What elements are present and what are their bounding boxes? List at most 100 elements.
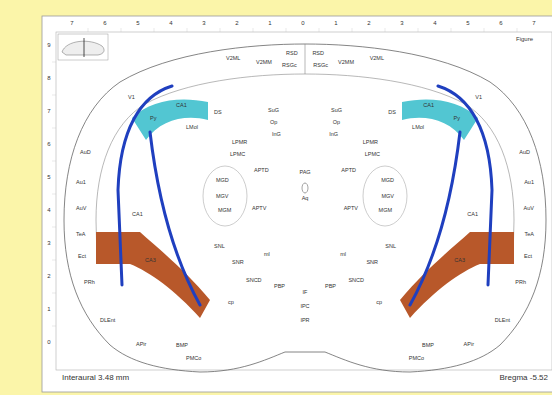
right-hemisphere [305, 44, 546, 372]
region-label: IPC [300, 304, 309, 310]
ruler-number: 4 [169, 20, 172, 26]
ruler-number: 8 [47, 75, 50, 81]
region-label: SNL [214, 244, 225, 250]
region-label: LMol [186, 125, 198, 131]
region-label: CA1 [132, 212, 143, 218]
region-label: AuD [519, 150, 530, 156]
ruler-number: 4 [433, 20, 436, 26]
region-label: RSD [286, 51, 298, 57]
region-label: LPMR [363, 140, 378, 146]
ruler-number: 6 [499, 20, 502, 26]
outer-blue-arc [118, 86, 172, 285]
ruler-number: 9 [47, 42, 50, 48]
ruler-number: 2 [47, 273, 50, 279]
region-label: V2MM [338, 60, 354, 66]
region-label: InG [272, 132, 281, 138]
region-label: V2ML [226, 56, 240, 62]
region-label: PRh [515, 280, 526, 286]
ruler-number: 7 [70, 20, 73, 26]
ruler-number: 0 [47, 339, 50, 345]
ruler-number: 1 [334, 20, 337, 26]
region-label: AuV [76, 206, 86, 212]
region-label: Op [270, 120, 277, 126]
midline-fissure [305, 44, 306, 74]
region-label: Ect [78, 254, 86, 260]
region-label: Au1 [524, 180, 534, 186]
ruler-number: 7 [532, 20, 535, 26]
region-label: PMCo [409, 356, 424, 362]
region-label: RSGc [313, 63, 328, 69]
region-label: CA3 [145, 258, 156, 264]
region-label: SuG [331, 108, 342, 114]
region-label: V1 [475, 95, 482, 101]
region-label: APir [464, 342, 474, 348]
region-label: LPMR [232, 140, 247, 146]
region-label: PMCo [186, 356, 201, 362]
plate-frame [42, 16, 552, 392]
ruler-number: 5 [47, 174, 50, 180]
ruler-number: 1 [268, 20, 271, 26]
region-label: DS [214, 110, 222, 116]
sagittal-inset [58, 34, 108, 60]
region-label: APir [136, 342, 146, 348]
grid-frame [56, 32, 552, 370]
region-label: BMP [176, 343, 188, 349]
region-label: PAG [299, 170, 310, 176]
region-label: ml [264, 252, 270, 258]
brain-outline [64, 44, 305, 372]
region-label: ml [340, 252, 346, 258]
region-label: Aq [302, 196, 309, 202]
region-label: MGM [379, 208, 392, 214]
region-label: SNCD [246, 278, 262, 284]
region-label: Au1 [76, 180, 86, 186]
region-label: TeA [76, 232, 85, 238]
region-label: DS [388, 110, 396, 116]
region-label: V2MM [256, 60, 272, 66]
region-label: MGV [381, 194, 394, 200]
region-label: APTD [254, 168, 269, 174]
ruler-number: 3 [400, 20, 403, 26]
region-label: CA1 [467, 212, 478, 218]
region-label: LPMC [230, 152, 245, 158]
region-label: BMP [422, 343, 434, 349]
ruler-number: 4 [47, 207, 50, 213]
inset-brain [62, 41, 104, 55]
region-label: SNR [232, 260, 244, 266]
region-label: SNL [385, 244, 396, 250]
region-label: DLEnt [495, 318, 510, 324]
inner-blue-arc [150, 132, 200, 305]
ventral-hippocampus-band [96, 232, 210, 318]
region-label: AuD [80, 150, 91, 156]
bregma-caption: Bregma -5.52 [500, 374, 548, 382]
ruler-number: 3 [47, 240, 50, 246]
inset-frame [58, 34, 108, 60]
region-label: Ect [524, 254, 532, 260]
region-label: SuG [268, 108, 279, 114]
interaural-caption: Interaural 3.48 mm [62, 374, 129, 382]
region-label: V2ML [370, 56, 384, 62]
region-label: CA1 [423, 103, 434, 109]
region-label: RSGc [282, 63, 297, 69]
region-label: RSD [312, 51, 324, 57]
ruler-number: 2 [367, 20, 370, 26]
region-label: PBP [325, 284, 336, 290]
ruler-number: 6 [47, 141, 50, 147]
region-label: TeA [525, 232, 534, 238]
region-label: V1 [128, 95, 135, 101]
region-label: APTV [252, 206, 266, 212]
region-label: MGM [218, 208, 231, 214]
ruler-number: 0 [301, 20, 304, 26]
region-label: PBP [274, 284, 285, 290]
region-label: IF [303, 290, 308, 296]
region-label: LPMC [365, 152, 380, 158]
region-label: APTV [344, 206, 358, 212]
region-label: LMol [412, 125, 424, 131]
region-label: InG [329, 132, 338, 138]
ruler-number: 2 [235, 20, 238, 26]
region-label: Py [150, 116, 156, 122]
region-label: DLEnt [100, 318, 115, 324]
aqueduct [302, 183, 308, 193]
ruler-number: 3 [202, 20, 205, 26]
